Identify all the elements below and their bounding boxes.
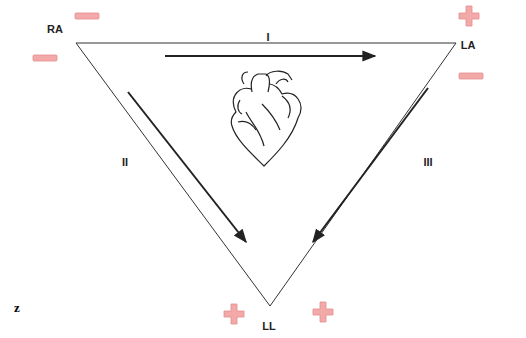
lead-electrode-label: LL [262, 321, 275, 332]
corner-mark: z [14, 301, 20, 314]
lead-i-arrow [165, 55, 375, 57]
lead-iii-arrow [313, 88, 428, 242]
triangle-outline [76, 43, 456, 306]
lead-number: I [266, 32, 269, 43]
polarity-symbols [33, 6, 483, 324]
heart-illustration [231, 71, 301, 166]
lead-number: II [122, 157, 128, 168]
lead-ii-arrow [128, 92, 246, 242]
lead-number: III [423, 157, 432, 168]
lead-electrode-label: LA [461, 40, 476, 51]
lead-electrode-label: RA [47, 24, 63, 35]
